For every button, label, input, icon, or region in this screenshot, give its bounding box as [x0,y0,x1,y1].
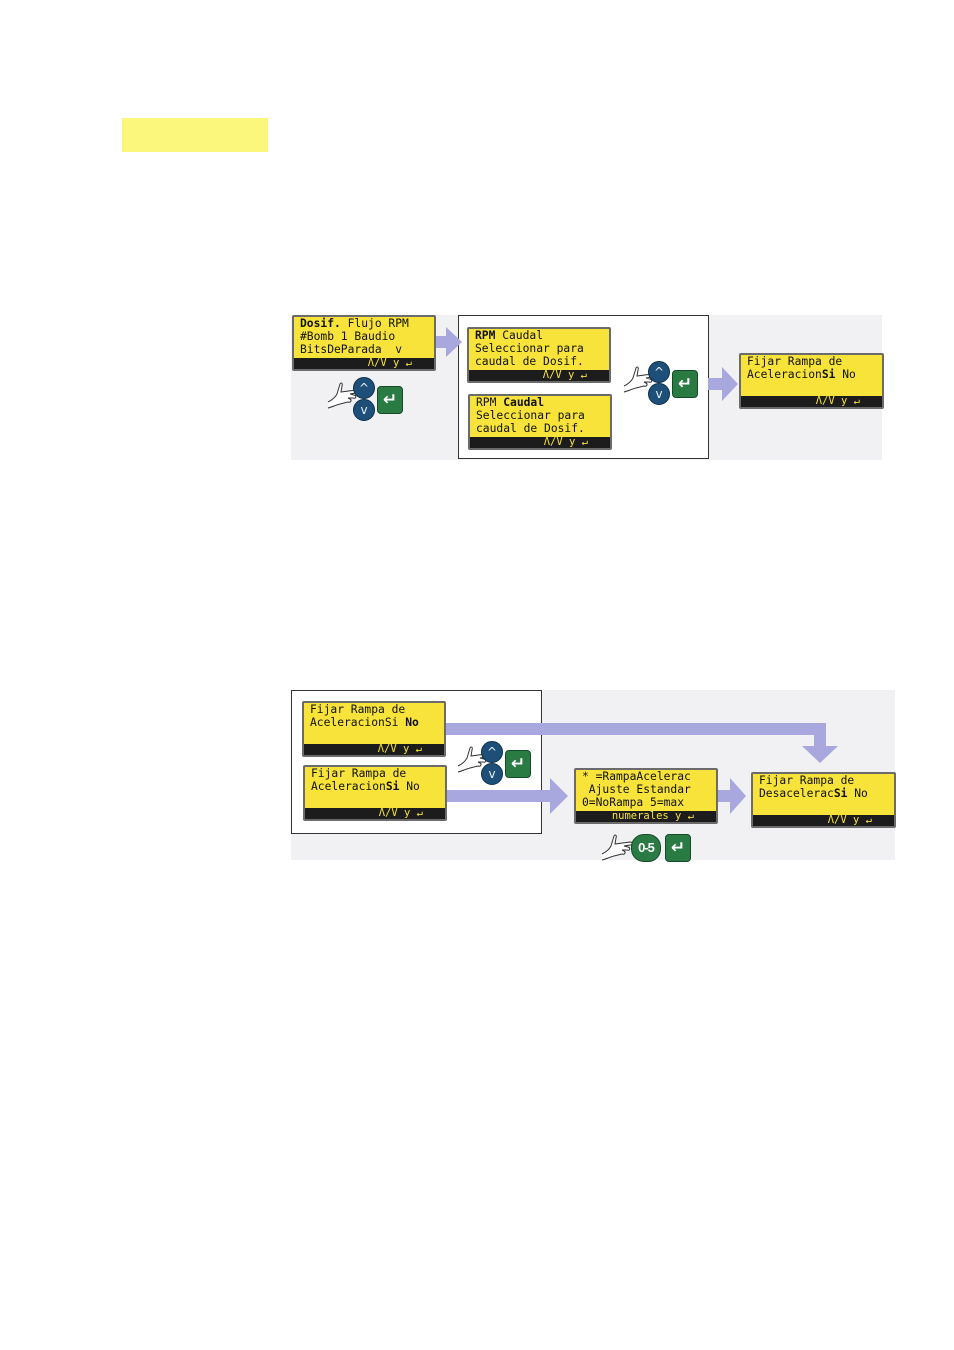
up-key-icon[interactable]: ^ [353,377,375,399]
lcd-line [311,794,445,807]
lcd-line: Dosif. Flujo RPM [300,317,409,330]
d1-screen-caudal: RPM Caudal Seleccionar para caudal de Do… [468,394,612,450]
lcd-line: Seleccionar para [476,408,585,422]
d1-screen-menu: Dosif. Flujo RPM #Bomb 1 Baudio BitsDePa… [292,315,436,371]
up-key-icon[interactable]: ^ [648,361,670,383]
lcd-line: AceleracionSi No [310,715,419,729]
lcd-line: Fijar Rampa de [747,355,843,368]
lcd-line: AceleracionSi No [311,779,420,793]
lcd-line: RPM Caudal [476,396,545,409]
enter-key-icon[interactable]: ↵ [665,834,691,862]
lcd-line: AceleracionSi No [747,367,856,381]
lcd-status-bar: Λ/V y ↵ [753,814,894,826]
lcd-line: BitsDeParada v [300,342,403,356]
d2-screen-desaceleracion: Fijar Rampa de DesaceleracSi No Λ/V y ↵ [751,772,896,828]
hand-pointer-icon [327,382,359,409]
hand-pointer-icon [623,366,655,393]
lcd-line: 0=NoRampa 5=max [582,795,685,809]
d2-screen-rampa-si: Fijar Rampa de AceleracionSi No Λ/V y ↵ [303,765,447,821]
lcd-line: Fijar Rampa de [310,703,406,716]
hand-pointer-icon [601,834,633,861]
down-key-icon[interactable]: v [481,763,503,785]
up-key-icon[interactable]: ^ [481,741,503,763]
hand-pointer-icon [457,746,489,773]
lcd-line: DesaceleracSi No [759,786,868,800]
enter-key-icon[interactable]: ↵ [672,370,698,398]
lcd-line: Ajuste Estandar [582,782,691,796]
d1-screen-rampa: Fijar Rampa de AceleracionSi No Λ/V y ↵ [739,353,884,409]
lcd-status-bar: Λ/V y ↵ [741,395,882,407]
lcd-status-bar: Λ/V y ↵ [305,807,445,819]
lcd-line: Seleccionar para [475,341,584,355]
lcd-line: RPM Caudal [475,329,544,342]
lcd-line [747,382,882,395]
lcd-status-bar: Λ/V y ↵ [294,357,434,369]
lcd-status-bar: Λ/V y ↵ [469,369,609,381]
d1-screen-rpm: RPM Caudal Seleccionar para caudal de Do… [467,327,611,383]
lcd-line [310,730,444,743]
enter-key-icon[interactable]: ↵ [505,750,531,778]
lcd-status-bar: Λ/V y ↵ [470,436,610,448]
lcd-line: caudal de Dosif. [476,421,585,435]
d2-screen-rampa-no: Fijar Rampa de AceleracionSi No Λ/V y ↵ [302,701,446,757]
lcd-status-bar: numerales y ↵ [576,810,716,822]
lcd-line: * =RampaAcelerac [582,770,691,783]
lcd-line: Fijar Rampa de [759,774,855,787]
lcd-status-bar: Λ/V y ↵ [304,743,444,755]
d2-screen-rampa-ajuste: * =RampaAcelerac Ajuste Estandar 0=NoRam… [574,768,718,824]
lcd-line [759,801,894,814]
numeric-key-icon[interactable]: 0-5 [631,834,661,862]
down-key-icon[interactable]: v [648,383,670,405]
enter-key-icon[interactable]: ↵ [377,386,403,414]
highlight-bar [122,118,268,152]
down-key-icon[interactable]: v [353,399,375,421]
lcd-line: Fijar Rampa de [311,767,407,780]
lcd-line: #Bomb 1 Baudio [300,329,396,343]
lcd-line: caudal de Dosif. [475,354,584,368]
